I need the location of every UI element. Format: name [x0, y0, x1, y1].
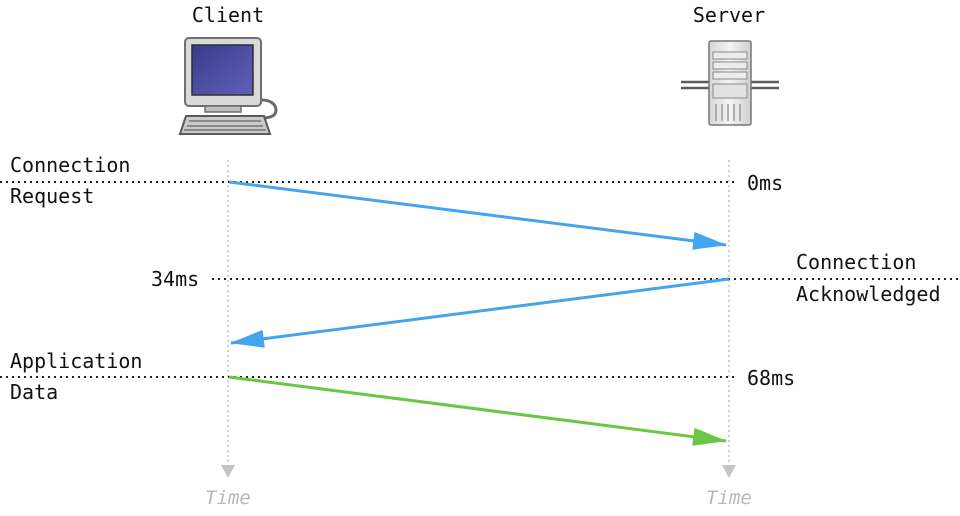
connection-acknowledged-label-line2: Acknowledged: [796, 282, 941, 306]
client-title: Client: [192, 3, 264, 27]
desktop-computer-icon: [178, 37, 278, 135]
application-data-label-line2: Data: [10, 380, 58, 404]
server-tower-icon: [681, 40, 779, 126]
server-time-label: Time: [706, 487, 752, 509]
arrow-connection-acknowledged: [230, 277, 730, 348]
application-data-timestamp: 68ms: [747, 366, 795, 390]
server-timeline-arrow-icon: [722, 465, 736, 478]
client-timeline-arrow-icon: [221, 465, 235, 478]
connection-acknowledged-timestamp: 34ms: [151, 267, 199, 291]
arrow-application-data: [228, 375, 727, 446]
connection-acknowledged-label-line1: Connection: [796, 250, 916, 274]
client-time-label: Time: [205, 487, 251, 509]
arrow-connection-request: [228, 180, 727, 250]
connection-request-label-line2: Request: [10, 184, 94, 208]
connection-request-timestamp: 0ms: [747, 171, 783, 195]
connection-request-label-line1: Connection: [10, 153, 130, 177]
server-title: Server: [693, 3, 765, 27]
application-data-label-line1: Application: [10, 349, 142, 373]
